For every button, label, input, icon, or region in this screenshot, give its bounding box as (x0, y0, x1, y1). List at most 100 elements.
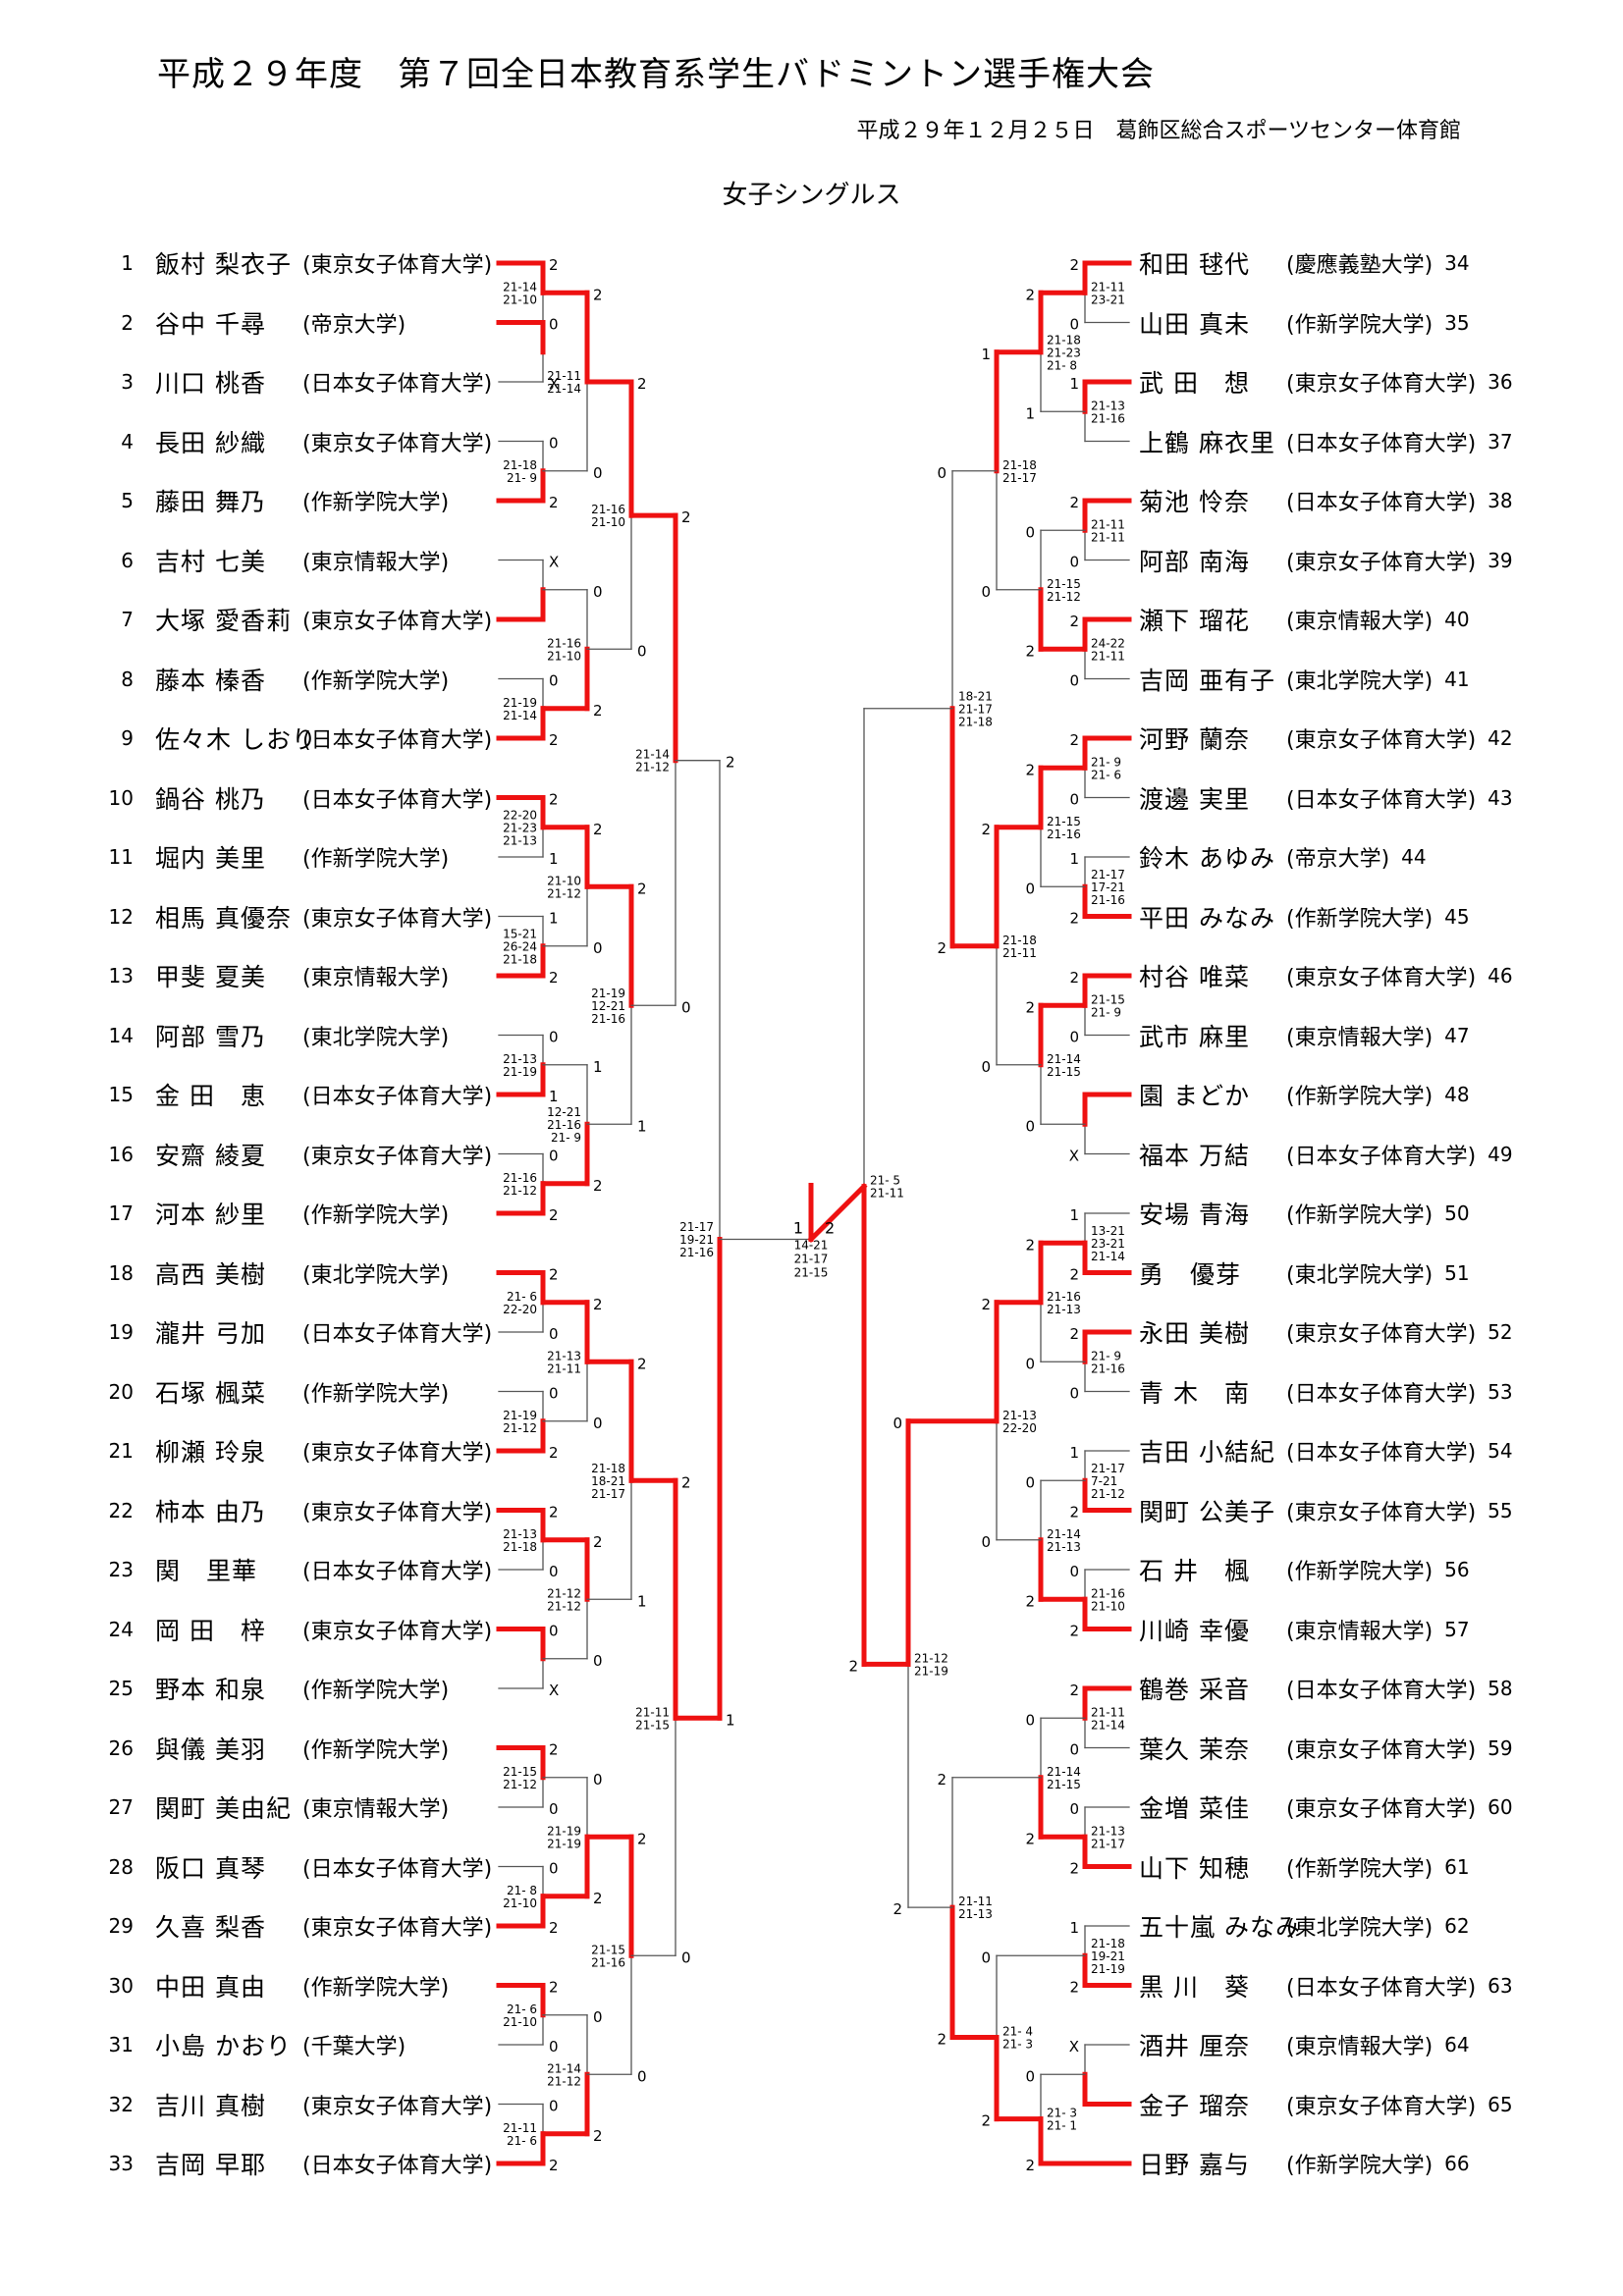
player-row: 関町 公美子(東京女子体育大学)55 (1139, 1496, 1527, 1526)
player-university: (東北学院大学) (302, 1025, 450, 1050)
player-number: 65 (1488, 2092, 1513, 2116)
game-count: 0 (549, 1800, 559, 1818)
player-name: 山田 真未 (1139, 309, 1250, 339)
game-count: 2 (593, 1296, 603, 1313)
player-name: 阪口 真琴 (155, 1853, 266, 1883)
game-count: 0 (1025, 1711, 1035, 1729)
player-name: 武 田 想 (1139, 369, 1250, 398)
match-score: 22-20 (1002, 1421, 1037, 1435)
player-number: 9 (121, 726, 134, 750)
player-number: 29 (108, 1914, 134, 1938)
player-number: 43 (1488, 785, 1513, 810)
player-university: (東北学院大学) (302, 1262, 450, 1288)
player-university: (東京情報大学) (1286, 610, 1434, 634)
player-name: 吉川 真樹 (155, 2091, 266, 2120)
player-number: 33 (108, 2152, 134, 2175)
game-count: 1 (637, 1117, 647, 1135)
player-name: 関町 美由紀 (155, 1794, 292, 1823)
match-score: 21-12 (635, 761, 670, 774)
match-score: 21-19 (547, 1824, 581, 1838)
match-score: 13-21 (1091, 1224, 1125, 1238)
match-score: 21-16 (1091, 893, 1125, 907)
game-count: 1 (726, 1711, 735, 1729)
match-score: 21- 6 (1091, 768, 1121, 781)
match-score: 21-12 (503, 1421, 537, 1435)
match-score: 21-14 (635, 748, 670, 762)
game-count: 0 (1025, 1355, 1035, 1372)
player-university: (作新学院大学) (1286, 1856, 1434, 1882)
game-count: 0 (681, 1949, 691, 1966)
player-university: (東京女子体育大学) (302, 253, 493, 278)
game-count: 0 (593, 1652, 603, 1670)
match-score: 21-11 (1002, 946, 1037, 960)
game-count: 0 (1069, 554, 1079, 571)
match-score: 21-14 (1091, 1250, 1125, 1263)
player-name: 上鶴 麻衣里 (1139, 428, 1275, 457)
player-name: 関町 公美子 (1139, 1497, 1275, 1526)
player-name: 日野 嘉与 (1139, 2151, 1250, 2179)
player-number: 39 (1488, 548, 1513, 572)
player-name: 武市 麻里 (1139, 1022, 1250, 1051)
player-name: 福本 万結 (1139, 1141, 1250, 1170)
player-number: 38 (1488, 489, 1513, 512)
player-university: (東北学院大学) (1286, 668, 1434, 694)
match-score: 21-14 (503, 709, 537, 722)
player-name: 谷中 千尋 (155, 309, 266, 339)
match-score: 21-11 (635, 1705, 670, 1719)
player-number: 16 (108, 1142, 134, 1166)
player-number: 62 (1444, 1914, 1470, 1938)
game-count: 0 (637, 2067, 647, 2085)
player-row: 酒井 厘奈(東京情報大学)64 (1139, 2030, 1484, 2060)
game-count: 2 (1069, 1325, 1079, 1343)
match-score: 21-17 (1002, 471, 1037, 485)
match-score: 21- 9 (1091, 755, 1121, 769)
match-score: 12-21 (591, 999, 625, 1013)
match-score: 22-20 (503, 1303, 537, 1316)
player-number: 37 (1488, 429, 1513, 454)
match-score: 21- 6 (507, 2134, 537, 2148)
game-count: 2 (549, 731, 559, 749)
player-number: 53 (1488, 1379, 1513, 1404)
match-score: 21-16 (591, 1955, 625, 1969)
match-score: 21-13 (1047, 1303, 1081, 1316)
match-score: 21- 9 (1091, 1005, 1121, 1019)
game-count: 2 (549, 2157, 559, 2174)
game-count: 2 (726, 754, 735, 772)
player-number: 5 (121, 489, 134, 512)
player-university: (東京女子体育大学) (1286, 1322, 1477, 1347)
player-university: (東北学院大学) (1286, 1916, 1434, 1941)
player-name: 永田 美樹 (1139, 1319, 1250, 1348)
player-number: 60 (1488, 1795, 1513, 1819)
match-score: 19-21 (1091, 1949, 1125, 1963)
game-count: 0 (549, 1148, 559, 1165)
player-number: 41 (1444, 667, 1470, 691)
player-number: 49 (1488, 1142, 1513, 1166)
match-score: 21-16 (1091, 411, 1125, 425)
player-number: 30 (108, 1973, 134, 1998)
final-left-games: 1 (793, 1218, 803, 1237)
player-number: 44 (1401, 845, 1427, 869)
game-count: 2 (937, 1771, 947, 1789)
player-name: 酒井 厘奈 (1139, 2032, 1250, 2060)
match-score: 21- 5 (870, 1174, 900, 1188)
match-score: 21-18 (1091, 1937, 1125, 1950)
player-number: 3 (121, 370, 134, 394)
game-count: 2 (681, 508, 691, 526)
final-right-games: 2 (825, 1218, 835, 1237)
game-count: 2 (1069, 1979, 1079, 1997)
game-count: 0 (593, 1415, 603, 1432)
game-count: 2 (1069, 731, 1079, 749)
player-number: 58 (1488, 1677, 1513, 1700)
player-number: 27 (108, 1795, 134, 1819)
game-count: 0 (637, 642, 647, 660)
player-university: (東京女子体育大学) (1286, 1797, 1477, 1822)
